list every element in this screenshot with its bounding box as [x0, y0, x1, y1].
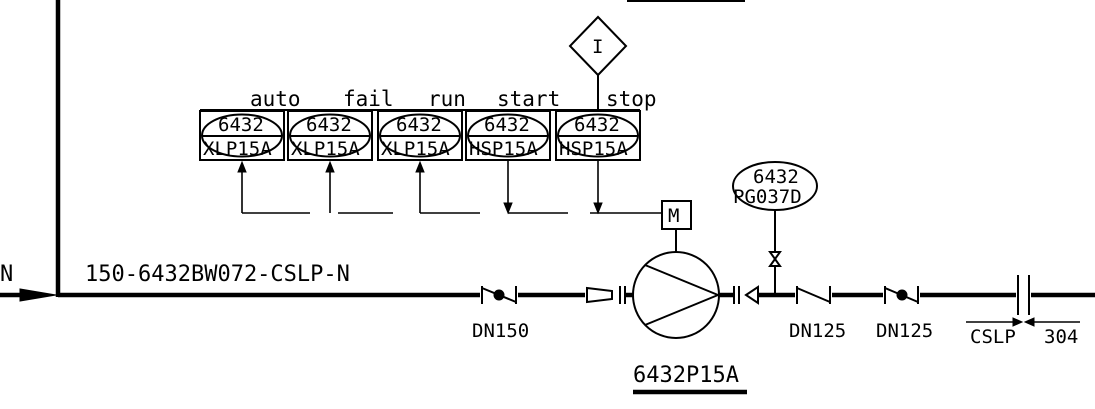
signal-line-fail: [325, 160, 393, 214]
check-valve-2-size: DN125: [789, 320, 846, 342]
spec-break-left-label: CSLP: [970, 326, 1016, 348]
spec-break-right-label: 304: [1044, 326, 1078, 348]
instrument-2-tag-bottom: XLP15A: [291, 138, 360, 160]
instrument-block-3: 6432 XLP15A: [377, 110, 463, 161]
signal-label-fail: fail: [343, 87, 394, 111]
check-valve-1-size: DN150: [472, 320, 529, 342]
pump-tag: 6432P15A: [633, 363, 739, 388]
signal-line-auto: [237, 160, 310, 214]
instrument-4-tag-top: 6432: [484, 114, 530, 136]
check-valve-3-size: DN125: [876, 320, 933, 342]
instrument-block-1: 6432 XLP15A: [199, 110, 285, 161]
signal-line-stop: [590, 160, 662, 215]
instrument-5-tag-top: 6432: [574, 114, 620, 136]
signal-label-stop: stop: [606, 87, 657, 111]
instrument-block-5: 6432 HSP15A: [555, 110, 641, 161]
instrument-block-4: 6432 HSP15A: [465, 110, 551, 161]
instrument-5-tag-bottom: HSP15A: [559, 138, 628, 160]
expander-icon: [744, 285, 759, 305]
signal-line-run: [415, 160, 480, 214]
motor-label: M: [668, 205, 679, 227]
signal-line-start: [503, 160, 568, 215]
check-valve-2: [796, 286, 831, 304]
instrument-3-tag-bottom: XLP15A: [381, 138, 450, 160]
signal-label-start: start: [497, 87, 560, 111]
instrument-3-tag-top: 6432: [396, 114, 442, 136]
signal-label-run: run: [428, 87, 466, 111]
gauge-valve-lower: [768, 257, 782, 267]
pump-icon: [632, 251, 720, 339]
instrument-2-tag-top: 6432: [306, 114, 352, 136]
signal-label-auto: auto: [250, 87, 301, 111]
spec-break-arrow-left-icon: [1012, 317, 1024, 327]
spec-break-arrow-right-icon: [1023, 317, 1035, 327]
instrument-1-tag-top: 6432: [218, 114, 264, 136]
instrument-block-2: 6432 XLP15A: [287, 110, 373, 161]
instrument-1-tag-bottom: XLP15A: [203, 138, 272, 160]
pressure-gauge-tag-top: 6432: [753, 166, 799, 188]
check-valve-3: [884, 286, 919, 304]
flow-arrow-icon: [19, 288, 57, 302]
line-number-label: 150-6432BW072-CSLP-N: [85, 262, 350, 287]
motor-box: [661, 200, 692, 230]
gauge-valve-upper: [768, 251, 782, 261]
pressure-gauge-tag-bottom: PG037D: [733, 186, 802, 208]
reducer-icon: [586, 286, 613, 304]
instrument-4-tag-bottom: HSP15A: [469, 138, 538, 160]
left-line-cut-text: N: [0, 262, 13, 287]
check-valve-1: [481, 286, 517, 304]
interlock-diamond-text: I: [592, 36, 603, 58]
